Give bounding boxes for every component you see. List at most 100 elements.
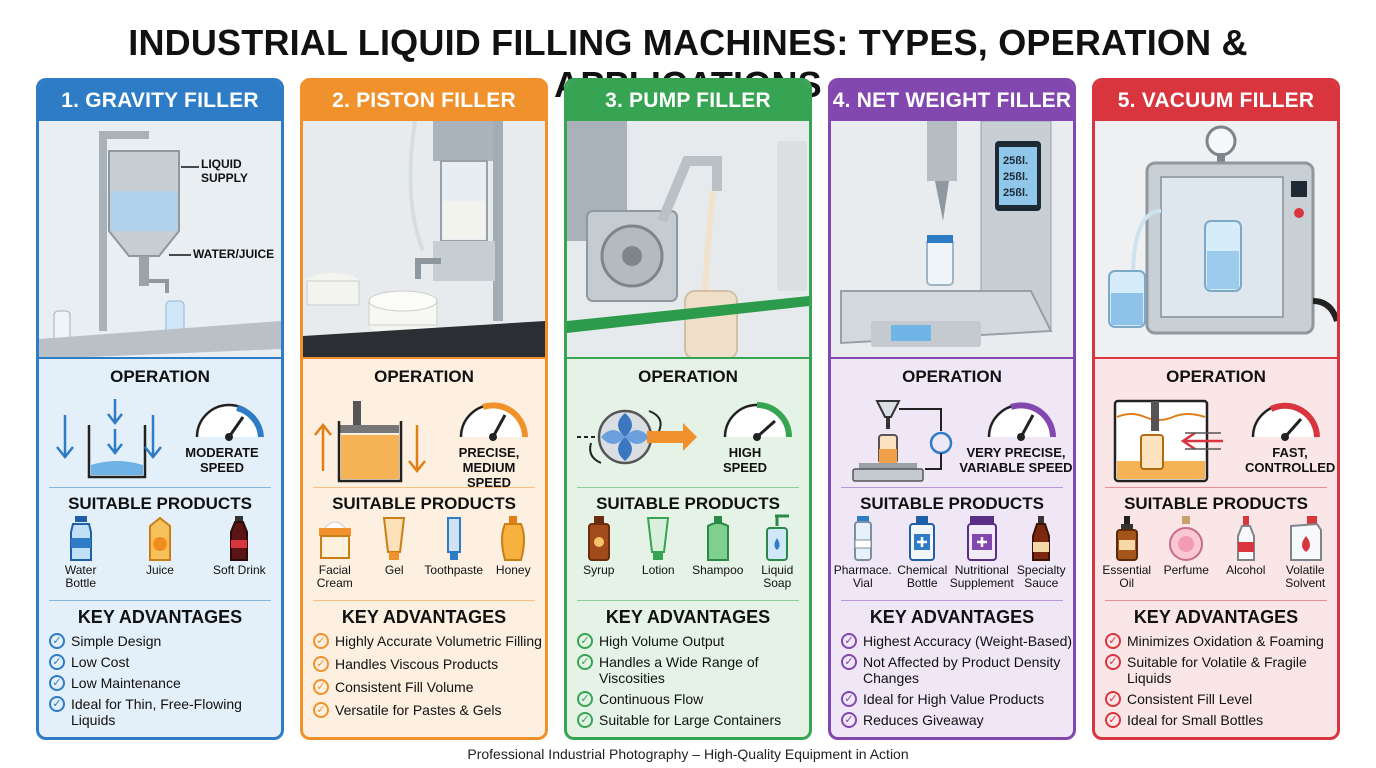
speed-label: VERY PRECISE, VARIABLE SPEED: [959, 445, 1073, 475]
advantages-list: ✓Minimizes Oxidation & Foaming ✓Suitable…: [1095, 631, 1337, 728]
divider: [841, 600, 1063, 601]
product-perfume: Perfume: [1158, 514, 1214, 600]
cream-jar-icon: [318, 521, 351, 559]
advantages-title: KEY ADVANTAGES: [341, 607, 507, 627]
divider: [577, 600, 799, 601]
speed-label: HIGH SPEED: [722, 445, 768, 475]
advantages-title: KEY ADVANTAGES: [605, 607, 771, 627]
advantage-item: ✓Ideal for Thin, Free-Flowing Liquids: [49, 696, 281, 728]
check-icon: ✓: [313, 633, 329, 649]
operation-title: OPERATION: [1166, 367, 1266, 386]
perfume-bottle-icon: [1169, 516, 1204, 561]
check-icon: ✓: [841, 691, 857, 707]
check-icon: ✓: [49, 654, 65, 670]
check-icon: ✓: [841, 654, 857, 670]
product-toothpaste: Toothpaste: [424, 514, 484, 600]
check-icon: ✓: [577, 691, 593, 707]
piston-filler-photo: [303, 121, 545, 359]
product-liquid-soap: Liquid Soap: [749, 514, 805, 600]
products-title: SUITABLE PRODUCTS: [332, 494, 516, 513]
gravity-flow-diagram-icon: [56, 399, 162, 479]
product-label: Water Bottle: [64, 563, 97, 590]
advantages-title: KEY ADVANTAGES: [1133, 607, 1299, 627]
solvent-jug-icon: [1290, 516, 1323, 561]
advantage-item: ✓Low Maintenance: [49, 675, 281, 691]
product-honey: Honey: [485, 514, 541, 600]
product-label: Essential Oil: [1102, 563, 1152, 590]
card-vacuum-filler: 5. VACUUM FILLER OPERATION: [1092, 78, 1340, 740]
operation-title: OPERATION: [638, 367, 738, 386]
speed-label: MODERATE SPEED: [185, 445, 259, 475]
footer-caption: Professional Industrial Photography – Hi…: [467, 746, 909, 762]
scale-reading: 25ßl.: [1003, 187, 1029, 199]
products-row: Facial Cream Gel Toothpaste Honey: [303, 514, 545, 600]
shampoo-bottle-icon: [706, 516, 729, 561]
syrup-bottle-icon: [587, 516, 610, 561]
products-row: Essential Oil Perfume Alcohol Volatile S…: [1095, 514, 1337, 600]
product-essential-oil: Essential Oil: [1099, 514, 1155, 600]
advantages-list: ✓Highest Accuracy (Weight-Based) ✓Not Af…: [831, 631, 1073, 728]
products-title: SUITABLE PRODUCTS: [1124, 494, 1308, 513]
check-icon: ✓: [1105, 712, 1121, 728]
soda-bottle-icon: [230, 516, 249, 561]
operation-row: PRECISE, MEDIUM SPEED: [303, 389, 545, 490]
advantage-item: ✓High Volume Output: [577, 633, 809, 649]
product-label: Gel: [384, 563, 404, 577]
advantage-item: ✓Ideal for High Value Products: [841, 691, 1073, 707]
card-pump-filler: 3. PUMP FILLER OPERATION: [564, 78, 812, 740]
advantages-list: ✓Simple Design ✓Low Cost ✓Low Maintenanc…: [39, 631, 281, 728]
advantage-item: ✓Continuous Flow: [577, 691, 809, 707]
divider: [49, 600, 271, 601]
product-label: Volatile Solvent: [1285, 563, 1326, 590]
sauce-bottle-icon: [1032, 516, 1051, 561]
check-icon: ✓: [577, 654, 593, 670]
advantages-title: KEY ADVANTAGES: [77, 607, 243, 627]
product-gel: Gel: [366, 514, 422, 600]
toothpaste-icon: [446, 517, 461, 560]
operation-row: HIGH SPEED: [567, 389, 809, 487]
card-header: 4. NET WEIGHT FILLER: [831, 81, 1073, 121]
operation-row: FAST, CONTROLLED: [1095, 389, 1337, 487]
product-vial: Pharmace. Vial: [834, 514, 892, 600]
product-chemical-bottle: Chemical Bottle: [894, 514, 950, 600]
divider: [313, 600, 535, 601]
product-volatile-solvent: Volatile Solvent: [1277, 514, 1333, 600]
product-juice: Juice: [132, 514, 188, 600]
advantage-item: ✓Handles a Wide Range of Viscosities: [577, 654, 809, 686]
lotion-tube-icon: [647, 517, 670, 560]
pump-filler-photo: [567, 121, 809, 359]
vial-icon: [853, 516, 872, 561]
dropper-bottle-icon: [1115, 516, 1138, 561]
scale-reading: 25ßl.: [1003, 171, 1029, 183]
advantage-item: ✓Reduces Giveaway: [841, 712, 1073, 728]
divider: [1105, 600, 1327, 601]
advantages-list: ✓Highly Accurate Volumetric Filling ✓Han…: [303, 631, 545, 718]
check-icon: ✓: [1105, 633, 1121, 649]
product-shampoo: Shampoo: [690, 514, 746, 600]
operation-title: OPERATION: [374, 367, 474, 386]
advantage-item: ✓Suitable for Large Containers: [577, 712, 809, 728]
product-label: Soft Drink: [212, 563, 266, 577]
products-title: SUITABLE PRODUCTS: [68, 494, 252, 513]
check-icon: ✓: [1105, 691, 1121, 707]
check-icon: ✓: [841, 712, 857, 728]
divider: [1105, 487, 1327, 488]
product-label: Specialty Sauce: [1016, 563, 1066, 590]
divider: [313, 487, 535, 488]
operation-title: OPERATION: [110, 367, 210, 386]
check-icon: ✓: [313, 679, 329, 695]
check-icon: ✓: [1105, 654, 1121, 670]
product-facial-cream: Facial Cream: [307, 514, 363, 600]
product-label: Toothpaste: [424, 563, 484, 577]
card-gravity-filler: 1. GRAVITY FILLER LIQUID SUPPLY WATER/JU…: [36, 78, 284, 740]
advantage-item: ✓Handles Viscous Products: [313, 656, 545, 672]
products-row: Syrup Lotion Shampoo Liquid Soap: [567, 514, 809, 600]
divider: [49, 487, 271, 488]
honey-bottle-icon: [501, 516, 526, 561]
juice-carton-icon: [148, 516, 171, 561]
product-label: Alcohol: [1226, 563, 1266, 577]
speed-label: PRECISE, MEDIUM SPEED: [458, 445, 520, 490]
speed-gauge-icon: [723, 402, 792, 441]
water-bottle-icon: [69, 516, 92, 561]
photo-label-liquid-supply: LIQUID SUPPLY: [201, 157, 248, 185]
